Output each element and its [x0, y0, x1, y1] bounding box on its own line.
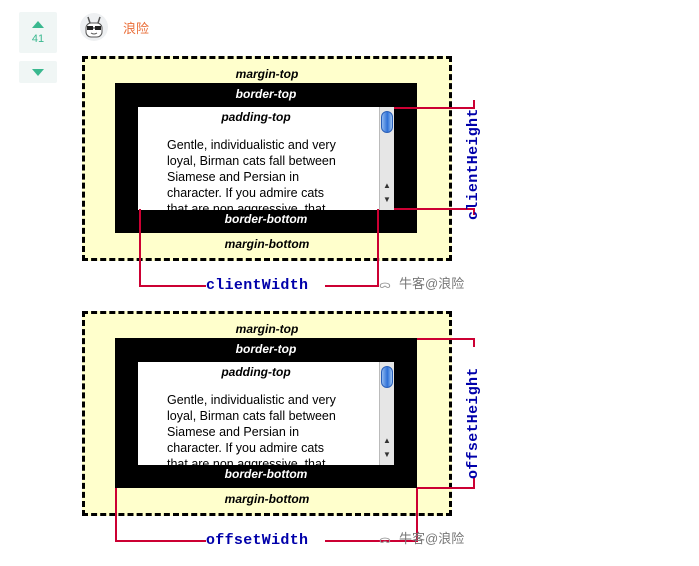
- scroll-up-icon[interactable]: ▲: [383, 181, 391, 190]
- border-top-label: border-top: [235, 342, 297, 356]
- avatar[interactable]: [80, 13, 108, 41]
- padding-area: padding-top Gentle, individualistic and …: [138, 362, 394, 465]
- offset-dimensions-diagram: margin-top margin-bottom border-top bord…: [82, 311, 452, 516]
- arrow-down-icon: [32, 68, 44, 76]
- margin-top-label: margin-top: [235, 67, 299, 81]
- scroll-down-icon[interactable]: ▼: [383, 195, 391, 204]
- nowcoder-logo-icon: ᯅ: [379, 279, 391, 291]
- author-name-link[interactable]: 浪险: [123, 21, 150, 36]
- border-top-label: border-top: [235, 87, 297, 101]
- vertical-scrollbar[interactable]: ▲ ▼: [379, 362, 394, 465]
- margin-bottom-label: margin-bottom: [224, 237, 310, 251]
- margin-bottom-label: margin-bottom: [224, 492, 310, 506]
- offset-height-label: offsetHeight: [465, 367, 482, 479]
- downvote-button[interactable]: [19, 61, 57, 83]
- padding-top-label: padding-top: [221, 110, 291, 124]
- vote-count: 41: [31, 32, 45, 45]
- border-bottom-label: border-bottom: [224, 212, 308, 226]
- offset-width-label: offsetWidth: [206, 532, 309, 549]
- margin-top-label: margin-top: [235, 322, 299, 336]
- content-text: Gentle, individualistic and very loyal, …: [167, 393, 336, 465]
- scroll-up-icon[interactable]: ▲: [383, 436, 391, 445]
- scroll-down-icon[interactable]: ▼: [383, 450, 391, 459]
- upvote-button[interactable]: 41: [19, 12, 57, 53]
- content-text: Gentle, individualistic and very loyal, …: [167, 138, 336, 210]
- scrollbar-thumb[interactable]: [381, 111, 393, 133]
- vertical-scrollbar[interactable]: ▲ ▼: [379, 107, 394, 210]
- client-width-label: clientWidth: [206, 277, 309, 294]
- client-height-label: clientHeight: [465, 108, 482, 220]
- cartoon-avatar-icon: [85, 16, 103, 38]
- padding-area: padding-top Gentle, individualistic and …: [138, 107, 394, 210]
- scrollbar-thumb[interactable]: [381, 366, 393, 388]
- padding-top-label: padding-top: [221, 365, 291, 379]
- client-dimensions-diagram: margin-top margin-bottom border-top bord…: [82, 56, 452, 261]
- border-bottom-label: border-bottom: [224, 467, 308, 481]
- arrow-up-icon: [32, 20, 44, 28]
- nowcoder-logo-icon: ᯅ: [379, 534, 391, 546]
